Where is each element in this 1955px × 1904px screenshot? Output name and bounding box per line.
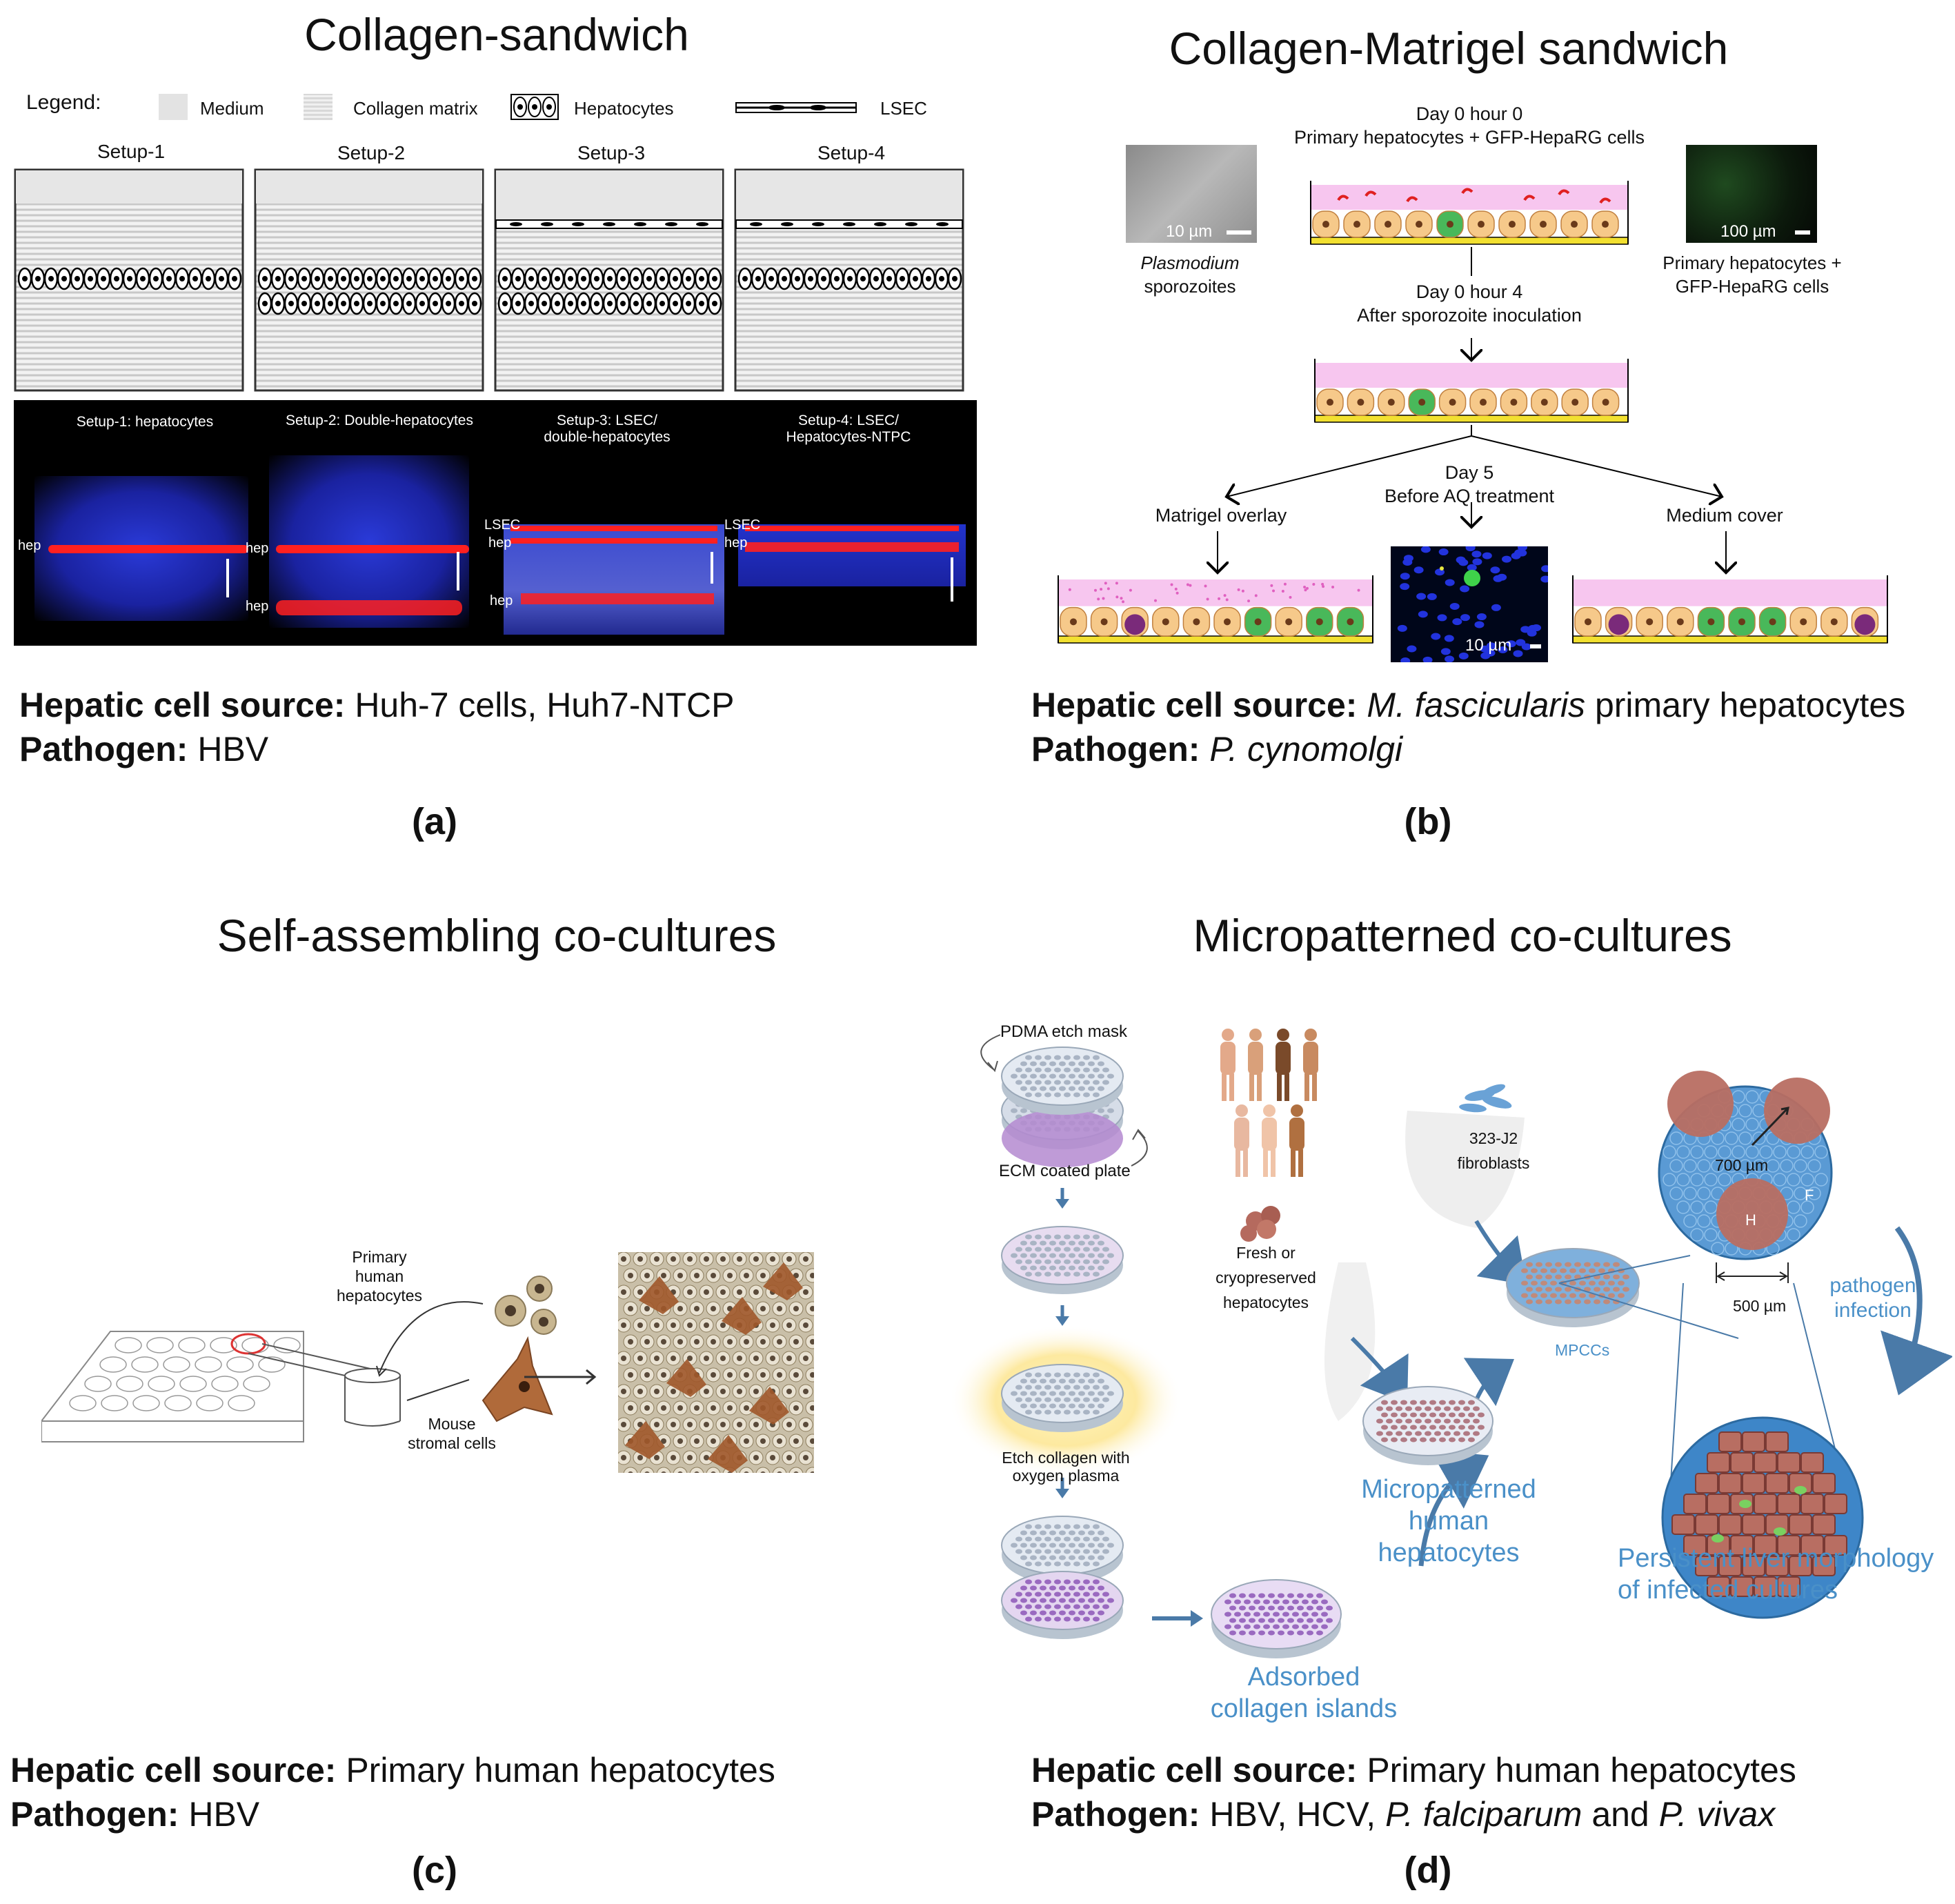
coculture-micrograph [618,1252,814,1473]
setup-2-label: Setup-2 [255,142,487,164]
micro-hep-label-4: hep [724,535,747,551]
dim-700-label: 700 µm [1715,1156,1768,1175]
micro-title-1: Setup-1: hepatocytes [28,414,262,430]
etch-label: Etch collagen with oxygen plasma [980,1449,1152,1485]
dapi-micrograph: 10 µm [1391,546,1548,662]
f-label: F [1805,1187,1814,1204]
setup-schematics [14,168,973,393]
legend-collagen: Collagen matrix [353,98,478,119]
dim-500-label: 500 µm [1733,1297,1786,1316]
persistent-morphology-label: Persistent liver morphology of infected … [1618,1543,1934,1606]
day0-line1: Day 0 hour 0 [1228,103,1711,125]
panel-c-title: Self-assembling co-cultures [172,909,821,962]
micrograph-strip: Setup-1: hepatocytes Setup-2: Double-hep… [14,400,977,646]
panel-b-source: Hepatic cell source: M. fascicularis pri… [1031,683,1905,727]
micro-lsec-label-3: LSEC [484,517,520,533]
day0-line2: Primary hepatocytes + GFP-HepaRG cells [1228,127,1711,148]
panel-a-pathogen: Pathogen: HBV [19,727,268,771]
micro-lsec-label-4: LSEC [724,517,760,533]
legend-medium-swatch [159,94,188,120]
legend-lsec-icon [735,101,857,115]
setup-4-label: Setup-4 [735,142,967,164]
legend-lsec: LSEC [880,98,927,119]
panel-d-diagram [952,993,1952,1738]
micro-title-2: Setup-2: Double-hepatocytes [262,413,497,429]
medium-cover-label: Medium cover [1621,505,1828,526]
adsorbed-islands-label: Adsorbed collagen islands [1200,1661,1407,1725]
h-label: H [1745,1211,1756,1229]
day5-line1: Day 5 [1331,462,1607,484]
micro-title-4: Setup-4: LSEC/ Hepatocytes-NTPC [766,413,931,446]
panel-b-pathogen: Pathogen: P. cynomolgi [1031,727,1402,771]
panel-b-title: Collagen-Matrigel sandwich [1104,22,1794,75]
micro-hep-label-2b: hep [246,599,268,615]
day0h4-line2: After sporozoite inoculation [1297,305,1642,326]
panel-d-letter: (d) [1380,1849,1476,1892]
dapi-scale-label: 10 µm [1465,636,1511,655]
panel-c-source: Hepatic cell source: Primary human hepat… [10,1748,775,1792]
micro-hep-label-3b: hep [490,593,513,609]
pdma-label: PDMA etch mask [1000,1022,1127,1042]
mouse-stromal-label: Mouse stromal cells [400,1414,504,1453]
panel-c-letter: (c) [386,1849,483,1892]
panel-a-title: Collagen-sandwich [207,8,786,61]
mpccs-label: MPCCs [1555,1341,1609,1360]
pathogen-infection-label: pathogen infection [1814,1273,1932,1323]
micrograph-4 [738,524,966,586]
panel-d-pathogen: Pathogen: HBV, HCV, P. falciparum and P.… [1031,1792,1775,1836]
panel-a-letter: (a) [386,800,483,843]
micro-hep-label-3a: hep [488,535,511,551]
ecm-label: ECM coated plate [999,1162,1131,1181]
fibroblast-label: 323-J2 fibroblasts [1442,1126,1545,1176]
fresh-label: Fresh or cryopreserved hepatocytes [1193,1240,1338,1315]
micro-title-3: Setup-3: LSEC/ double-hepatocytes [531,413,683,446]
legend-hepatocytes: Hepatocytes [574,98,674,119]
legend-medium: Medium [200,98,264,119]
legend-hepatocytes-icon [510,94,559,120]
panel-d-title: Micropatterned co-cultures [1159,909,1766,962]
micro-hep-label-2a: hep [246,541,268,557]
panel-c-pathogen: Pathogen: HBV [10,1792,259,1836]
day5-line2: Before AQ treatment [1331,486,1607,507]
panel-b-letter: (b) [1380,800,1476,843]
panel-d-source: Hepatic cell source: Primary human hepat… [1031,1748,1796,1792]
setup-1-label: Setup-1 [15,141,247,163]
micro-hep-label-1: hep [18,538,41,554]
legend-label: Legend: [26,91,101,115]
micropatterned-hepatocytes-label: Micropatterned human hepatocytes [1331,1474,1566,1569]
day0h4-line1: Day 0 hour 4 [1297,281,1642,303]
setup-3-label: Setup-3 [495,142,727,164]
panel-a-source: Hepatic cell source: Huh-7 cells, Huh7-N… [19,683,734,727]
legend-collagen-swatch [304,94,333,120]
matrigel-overlay-label: Matrigel overlay [1118,505,1324,526]
primary-hepatocytes-label: Primary human hepatocytes [331,1247,428,1305]
